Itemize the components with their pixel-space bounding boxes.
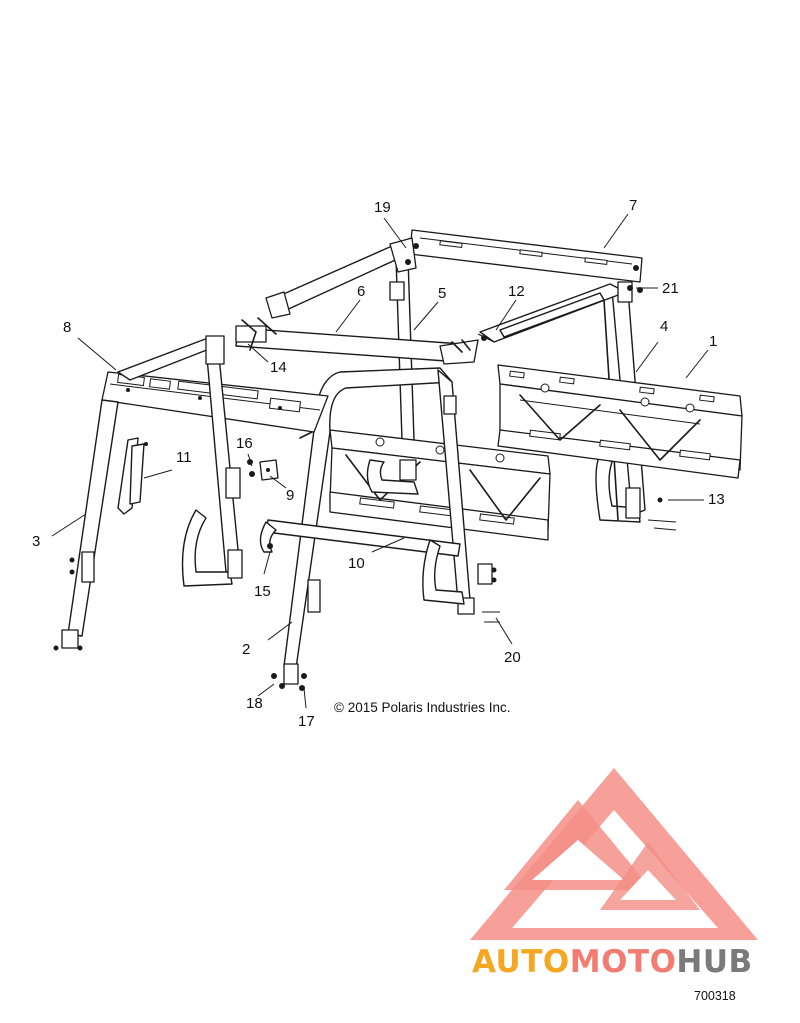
callout-18: 18 — [246, 695, 263, 712]
callout-14: 14 — [270, 359, 287, 376]
rear-top-bracket — [409, 229, 643, 283]
hardware — [247, 287, 677, 691]
diagram-code: 700318 — [694, 989, 736, 1003]
callout-20: 20 — [504, 649, 521, 666]
callout-3: 3 — [32, 533, 40, 550]
callout-10: 10 — [348, 555, 365, 572]
small-bracket — [259, 459, 279, 481]
callout-6: 6 — [357, 283, 365, 300]
copyright-notice: © 2015 Polaris Industries Inc. — [334, 700, 511, 715]
callout-5: 5 — [438, 285, 446, 302]
callout-21: 21 — [662, 280, 679, 297]
callout-labels: 1 2 3 4 5 6 7 8 9 10 11 12 13 14 15 16 1… — [32, 197, 725, 730]
callout-13: 13 — [708, 491, 725, 508]
callout-19: 19 — [374, 199, 391, 216]
callout-7: 7 — [629, 197, 637, 214]
callout-15: 15 — [254, 583, 271, 600]
callout-4: 4 — [660, 318, 668, 335]
leader-lines — [51, 213, 709, 709]
callout-11: 11 — [176, 449, 192, 466]
callout-8: 8 — [63, 319, 71, 336]
upper-cross-tubes — [235, 237, 479, 365]
watermark-text-hub: HUB — [676, 944, 752, 980]
callout-9: 9 — [286, 487, 294, 504]
center-side-rail — [329, 429, 551, 541]
front-roll-bar — [259, 367, 497, 685]
watermark-wordmark: AUTOMOTOHUB — [472, 944, 753, 980]
callout-17: 17 — [298, 713, 315, 730]
callout-1: 1 — [709, 333, 717, 350]
watermark-text-auto: AUTO — [472, 944, 570, 980]
left-roll-bar — [53, 335, 243, 651]
watermark-logo-mark — [470, 768, 758, 940]
callout-16: 16 — [236, 435, 253, 452]
watermark-text-moto: MOTO — [570, 944, 677, 980]
callout-2: 2 — [242, 641, 250, 658]
rear-side-rail — [497, 364, 743, 479]
callout-12: 12 — [508, 283, 525, 300]
handle — [117, 437, 148, 515]
